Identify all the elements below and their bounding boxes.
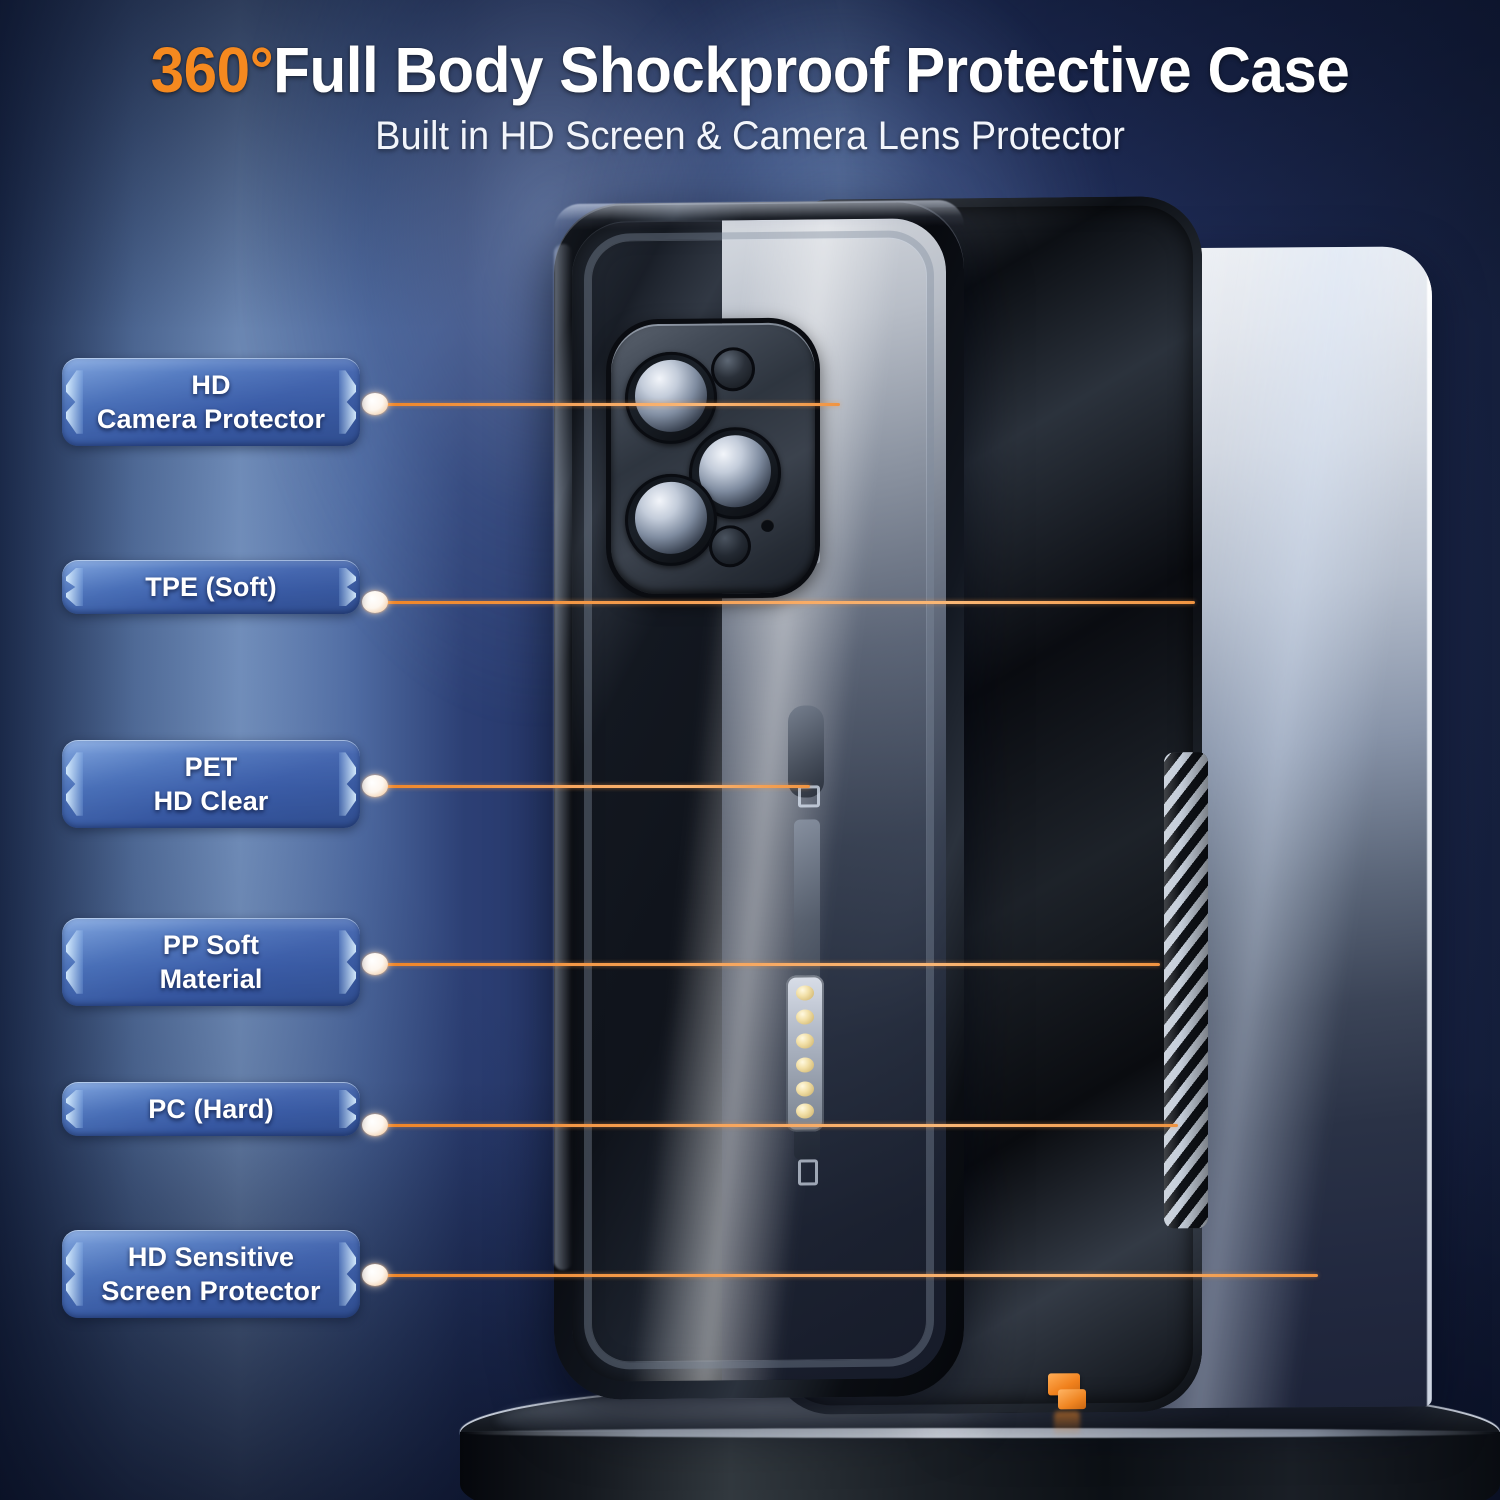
- back-case: [554, 199, 964, 1401]
- page-subtitle: Built in HD Screen & Camera Lens Protect…: [375, 114, 1125, 158]
- pedestal-edge-highlight: [460, 1428, 1500, 1438]
- callout-line1: PC (Hard): [148, 1094, 274, 1124]
- callout-text: HD Camera Protector: [67, 358, 355, 446]
- back-case-inner-lip: [584, 230, 934, 1370]
- callout-tpe-soft: TPE (Soft): [62, 560, 360, 615]
- header: 360°Full Body Shockproof Protective Case…: [0, 0, 1500, 159]
- callout-line1: HD: [191, 370, 231, 400]
- callout-line1: PET: [184, 752, 238, 782]
- callout-line1: TPE (Soft): [145, 572, 277, 602]
- port-cover-reflection: [1054, 1411, 1080, 1438]
- callout-pet-hd-clear: PET HD Clear: [62, 740, 360, 829]
- page-title: 360°Full Body Shockproof Protective Case: [45, 38, 1455, 102]
- callout-box: TPE (Soft): [62, 560, 360, 615]
- back-case-left-rim-highlight: [554, 243, 572, 1271]
- callout-pc-hard: PC (Hard): [62, 1082, 360, 1137]
- port-cover-lower: [1058, 1389, 1086, 1410]
- title-main-text: Full Body Shockproof Protective Case: [273, 34, 1350, 106]
- callout-line2: Material: [159, 964, 263, 995]
- callout-text: PET HD Clear: [124, 740, 299, 828]
- callout-line2: Screen Protector: [101, 1276, 321, 1307]
- glass-right-edge-highlight: [1427, 246, 1432, 1407]
- callout-text: TPE (Soft): [115, 560, 306, 614]
- back-case-top-rim-highlight: [554, 199, 964, 231]
- callout-text: PC (Hard): [118, 1082, 303, 1136]
- callout-box: PC (Hard): [62, 1082, 360, 1137]
- charging-port-cover: [1048, 1373, 1086, 1438]
- title-degree-accent: 360°: [150, 34, 274, 106]
- callout-line1: PP Soft: [162, 930, 260, 960]
- grip-texture-stripes: [1164, 752, 1208, 1229]
- callout-line2: HD Clear: [153, 786, 269, 817]
- callout-line1: HD Sensitive: [127, 1242, 295, 1272]
- callout-hd-camera-protector: HD Camera Protector: [62, 358, 360, 447]
- pedestal-body: [460, 1432, 1500, 1500]
- callout-box: HD Camera Protector: [62, 358, 360, 447]
- callout-line2: Camera Protector: [96, 404, 326, 435]
- callout-box: PET HD Clear: [62, 740, 360, 829]
